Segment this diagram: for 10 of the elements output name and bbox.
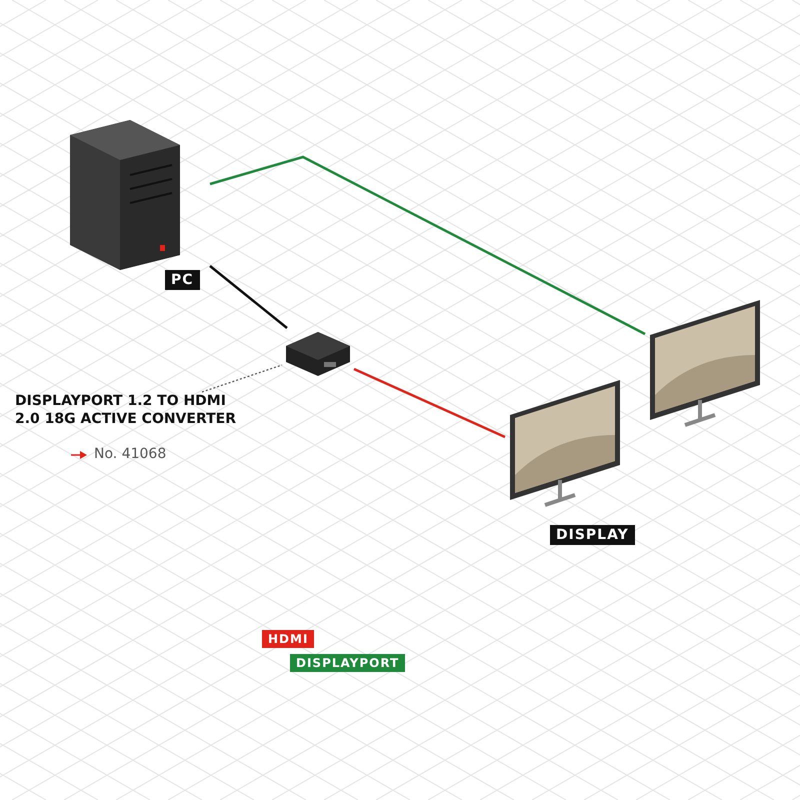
- product-title: DISPLAYPORT 1.2 TO HDMI 2.0 18G ACTIVE CONVERTER: [15, 392, 237, 428]
- legend-tag: HDMI: [262, 630, 314, 648]
- legend-tag: DISPLAYPORT: [290, 654, 406, 672]
- cable-line: [210, 156, 646, 336]
- leader-line: [202, 364, 282, 393]
- cable-line: [353, 368, 506, 438]
- device-label: DISPLAY: [550, 525, 635, 545]
- device-label: PC: [165, 270, 200, 290]
- part-number: No. 41068: [94, 446, 166, 462]
- cable-line: [209, 265, 288, 329]
